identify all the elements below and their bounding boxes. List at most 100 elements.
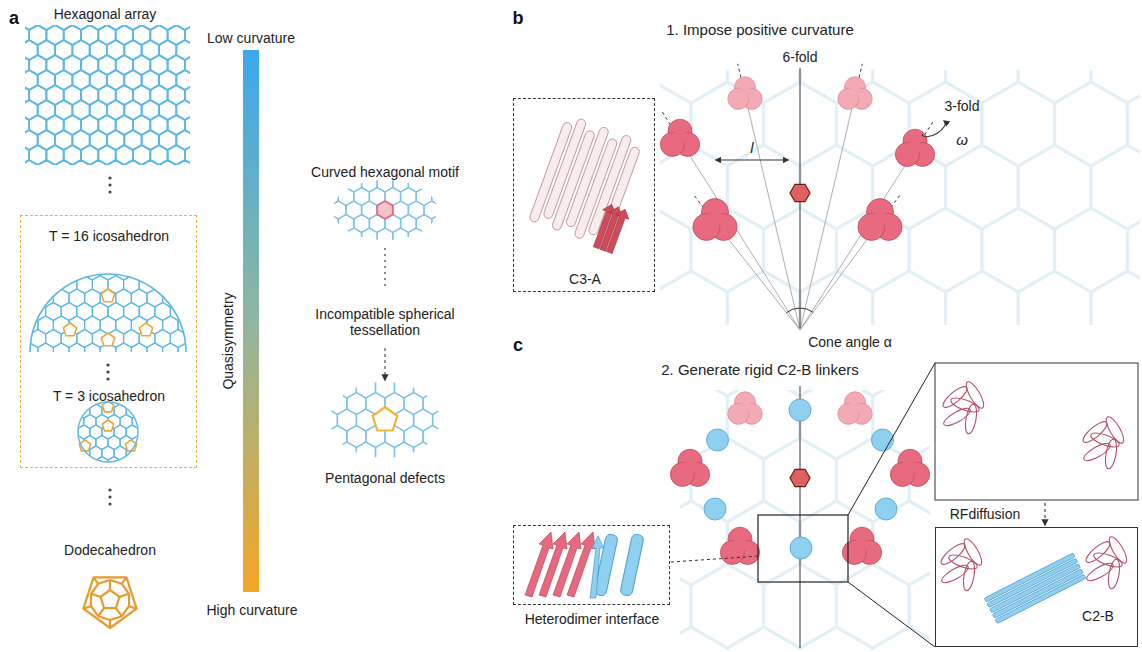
background-lattice — [800, 145, 873, 229]
t16-icosahedron — [186, 438, 202, 456]
trimer-protein — [908, 140, 922, 154]
curved-hexagonal-motif — [408, 147, 424, 165]
pentagonal-defect-motif — [442, 426, 461, 448]
pentagonal-defect-motif — [309, 459, 328, 481]
symmetry-axis-label: 3-fold — [944, 98, 979, 114]
trimer-protein — [838, 392, 872, 425]
t3-icosahedron — [53, 425, 65, 439]
background-lattice — [691, 82, 764, 166]
t16-icosahedron — [15, 357, 31, 375]
t16-icosahedron — [0, 235, 7, 253]
background-lattice — [727, 271, 800, 325]
pentagonal-defect-motif — [328, 360, 347, 382]
t3-icosahedron — [41, 383, 53, 397]
pentagonal-defect-motif — [480, 327, 499, 349]
pentagonal-defect-motif — [280, 343, 299, 365]
pentagonal-defect-motif — [309, 393, 328, 415]
t16-icosahedron — [217, 438, 233, 456]
axis-label: High curvature — [206, 602, 297, 618]
protein-coil — [1103, 438, 1118, 469]
curved-hexagonal-motif — [385, 242, 401, 260]
heterodimer-interface-art — [567, 532, 595, 597]
trimer-protein — [683, 460, 697, 474]
curved-hexagonal-motif — [377, 201, 393, 219]
pentagonal-defect-motif — [318, 442, 337, 464]
t16-icosahedron — [202, 303, 218, 321]
panel-title: 2. Generate rigid C2-B linkers — [661, 361, 859, 378]
background-lattice — [1018, 145, 1091, 229]
t3-icosahedron — [84, 478, 96, 492]
protein-coil — [940, 384, 969, 411]
t16-icosahedron — [147, 451, 163, 469]
t16-icosahedron — [85, 370, 101, 388]
protein-coil — [940, 562, 971, 586]
panel-a-art — [106, 370, 109, 373]
protein-coil — [1082, 440, 1113, 464]
curved-hexagonal-motif — [299, 147, 315, 165]
t16-icosahedron — [186, 249, 202, 267]
curvature-colour-bar — [243, 50, 259, 592]
c2b-linker — [872, 429, 894, 451]
t3-icosahedron — [41, 425, 53, 439]
pentagonal-defect-motif — [318, 343, 337, 365]
curved-hexagonal-motif — [323, 215, 339, 233]
background-lattice — [680, 390, 691, 396]
curved-hexagonal-motif — [346, 255, 362, 273]
curved-hexagonal-motif — [440, 201, 456, 219]
trimer-protein — [670, 449, 709, 486]
hexagonal-lattice — [176, 160, 190, 165]
curved-hexagonal-motif — [338, 242, 354, 260]
curved-hexagonal-motif — [362, 255, 378, 273]
t16-icosahedron — [0, 316, 7, 334]
trimer-protein — [855, 538, 869, 552]
t16-icosahedron — [0, 343, 7, 361]
t16-icosahedron — [61, 411, 77, 429]
t3-icosahedron — [96, 373, 108, 387]
background-lattice — [660, 271, 727, 325]
cone-angle-arc — [786, 308, 813, 313]
trimer-protein — [849, 86, 862, 99]
pentagonal-defect-motif — [471, 343, 490, 365]
t16-icosahedron — [170, 438, 186, 456]
curved-hexagonal-motif — [299, 228, 315, 246]
zoom-frame — [758, 515, 848, 582]
t16-icosahedron — [69, 451, 85, 469]
t16-icosahedron — [100, 370, 116, 388]
t3-icosahedron — [138, 425, 150, 439]
background-lattice — [691, 564, 764, 648]
curved-hexagonal-motif — [455, 147, 471, 165]
pentagonal-defect-motif — [309, 492, 328, 514]
pentagonal-defect-motif — [373, 407, 398, 431]
t16-icosahedron — [0, 384, 15, 402]
box-label: C2-B — [1082, 608, 1114, 624]
hexagonal-lattice — [25, 25, 190, 165]
t16-icosahedron — [124, 357, 140, 375]
pentagonal-defect-motif — [452, 409, 471, 431]
group-label: Quasisymmetry — [220, 292, 236, 389]
t3-icosahedron — [169, 478, 181, 492]
hexagonal-lattice — [25, 160, 38, 165]
curved-hexagonal-motif — [315, 228, 331, 246]
t16-icosahedron — [53, 262, 69, 280]
curved-hexagonal-motif — [307, 242, 323, 260]
t3-icosahedron — [169, 457, 181, 471]
t16-icosahedron — [202, 384, 218, 402]
t16-icosahedron — [0, 397, 7, 415]
t3-icosahedron — [60, 457, 72, 471]
pentagonal-defect-motif — [452, 442, 471, 464]
curved-hexagonal-motif — [447, 215, 463, 233]
t16-icosahedron — [38, 343, 54, 361]
t16-icosahedron — [0, 357, 15, 375]
background-lattice — [873, 627, 930, 650]
t16-icosahedron — [178, 235, 194, 253]
pentagonal-defect-motif — [309, 360, 328, 382]
pentagonal-defect-motif — [471, 409, 490, 431]
curved-hexagonal-motif — [299, 147, 478, 273]
dodecahedron — [91, 594, 101, 597]
t16-icosahedron — [170, 411, 186, 429]
t3-icosahedron — [41, 373, 180, 492]
t3-icosahedron — [72, 373, 84, 387]
pentagonal-defect-motif — [414, 343, 433, 365]
t16-icosahedron — [178, 451, 194, 469]
protein-coil — [940, 380, 987, 435]
